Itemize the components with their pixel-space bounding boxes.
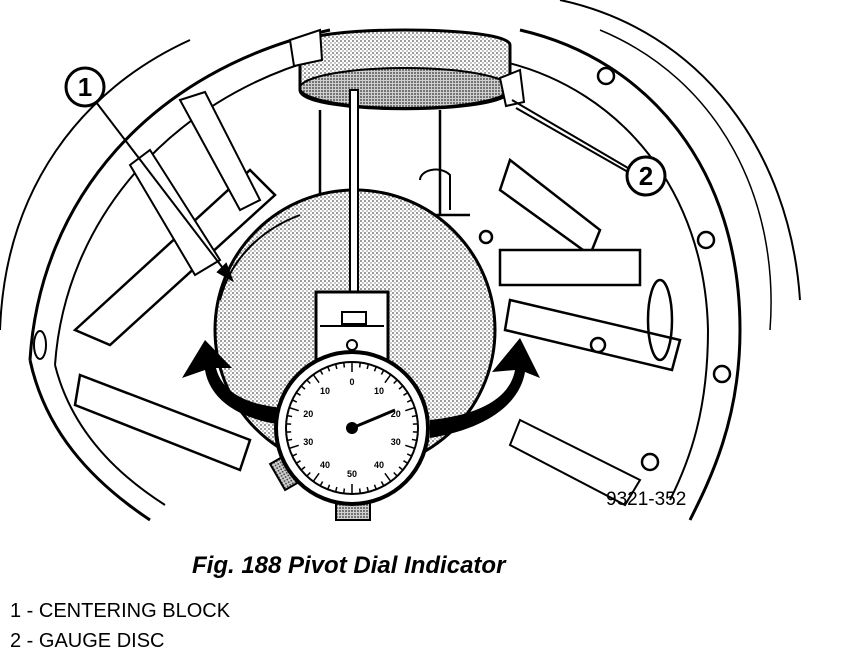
dial-tick xyxy=(319,369,324,375)
dial-tick xyxy=(411,414,417,418)
dial-tick xyxy=(300,466,306,471)
dial-label: 40 xyxy=(320,460,330,470)
dial-tick xyxy=(411,438,417,442)
dial-tick xyxy=(373,366,377,372)
dial-tick xyxy=(373,484,377,490)
dial-label: 30 xyxy=(391,437,401,447)
dial-tick xyxy=(406,453,413,457)
legend-item-gauge-disc: 2 - GAUGE DISC xyxy=(10,630,165,652)
dial-tick xyxy=(366,363,370,370)
figure-reference-code: 9321-352 xyxy=(606,489,686,510)
dial-tick xyxy=(398,466,404,471)
dial-tick xyxy=(403,460,409,464)
svg-text:2: 2 xyxy=(639,161,653,191)
dial-tick xyxy=(334,486,338,493)
dial-label: 30 xyxy=(303,437,313,447)
dial-label: 50 xyxy=(347,469,357,479)
dial-indicator-gauge: 10 0 10 20 30 40 50 40 30 20 xyxy=(268,350,430,521)
dial-tick xyxy=(342,488,346,494)
dial-tick xyxy=(342,362,346,368)
dial-tick xyxy=(312,374,320,384)
dial-tick xyxy=(327,366,331,372)
dial-label: 20 xyxy=(391,409,401,419)
dial-tick xyxy=(291,399,298,403)
dial-tick xyxy=(398,385,404,390)
dial-tick xyxy=(327,484,331,490)
dial-tick xyxy=(380,481,385,487)
dial-tick xyxy=(366,486,370,493)
right-pivot-arrow-icon xyxy=(430,338,540,438)
legend-item-centering-block: 1 - CENTERING BLOCK xyxy=(10,600,231,622)
dial-tick xyxy=(306,471,311,477)
pivot-arrows xyxy=(182,338,540,438)
dial-tick xyxy=(393,471,398,477)
dial-tick xyxy=(406,399,413,403)
dial-tick xyxy=(291,453,298,457)
dial-tick xyxy=(405,406,416,412)
dial-tick xyxy=(334,363,338,370)
left-pivot-arrow-icon xyxy=(182,340,285,425)
dial-tick xyxy=(358,488,362,494)
dial-tick xyxy=(306,379,311,385)
dial-label: 10 xyxy=(374,386,384,396)
dial-label: 20 xyxy=(303,409,313,419)
callout-2: 2 xyxy=(625,155,667,197)
svg-text:1: 1 xyxy=(78,72,92,102)
dial-tick xyxy=(288,406,299,412)
dial-tick xyxy=(403,392,409,396)
dial-label: 10 xyxy=(320,386,330,396)
transmission-housing xyxy=(0,0,801,522)
dial-tick xyxy=(295,460,301,464)
pivot-dial-indicator-illustration: 10 0 10 20 30 40 50 40 30 20 1 2 9321-352 xyxy=(0,0,801,522)
dial-tick xyxy=(393,379,398,385)
dial-label: 40 xyxy=(374,460,384,470)
dial-tick xyxy=(384,472,392,482)
dial-tick xyxy=(288,444,299,450)
gauge-disc xyxy=(288,28,526,111)
leader-lines xyxy=(95,99,629,283)
legend: 1 - CENTERING BLOCK 2 - GAUGE DISC xyxy=(10,596,230,656)
dial-tick xyxy=(319,481,324,487)
dial-tick xyxy=(295,392,301,396)
dial-tick xyxy=(287,438,293,442)
figure-caption: Fig. 188 Pivot Dial Indicator xyxy=(192,552,506,579)
dial-tick xyxy=(380,369,385,375)
dial-tick xyxy=(287,414,293,418)
dial-tick xyxy=(300,385,306,390)
dial-label: 0 xyxy=(349,377,354,387)
dial-tick xyxy=(312,472,320,482)
dial-tick xyxy=(358,362,362,368)
dial-tick xyxy=(384,374,392,384)
dial-tick xyxy=(405,444,416,450)
callout-1: 1 xyxy=(64,66,106,108)
